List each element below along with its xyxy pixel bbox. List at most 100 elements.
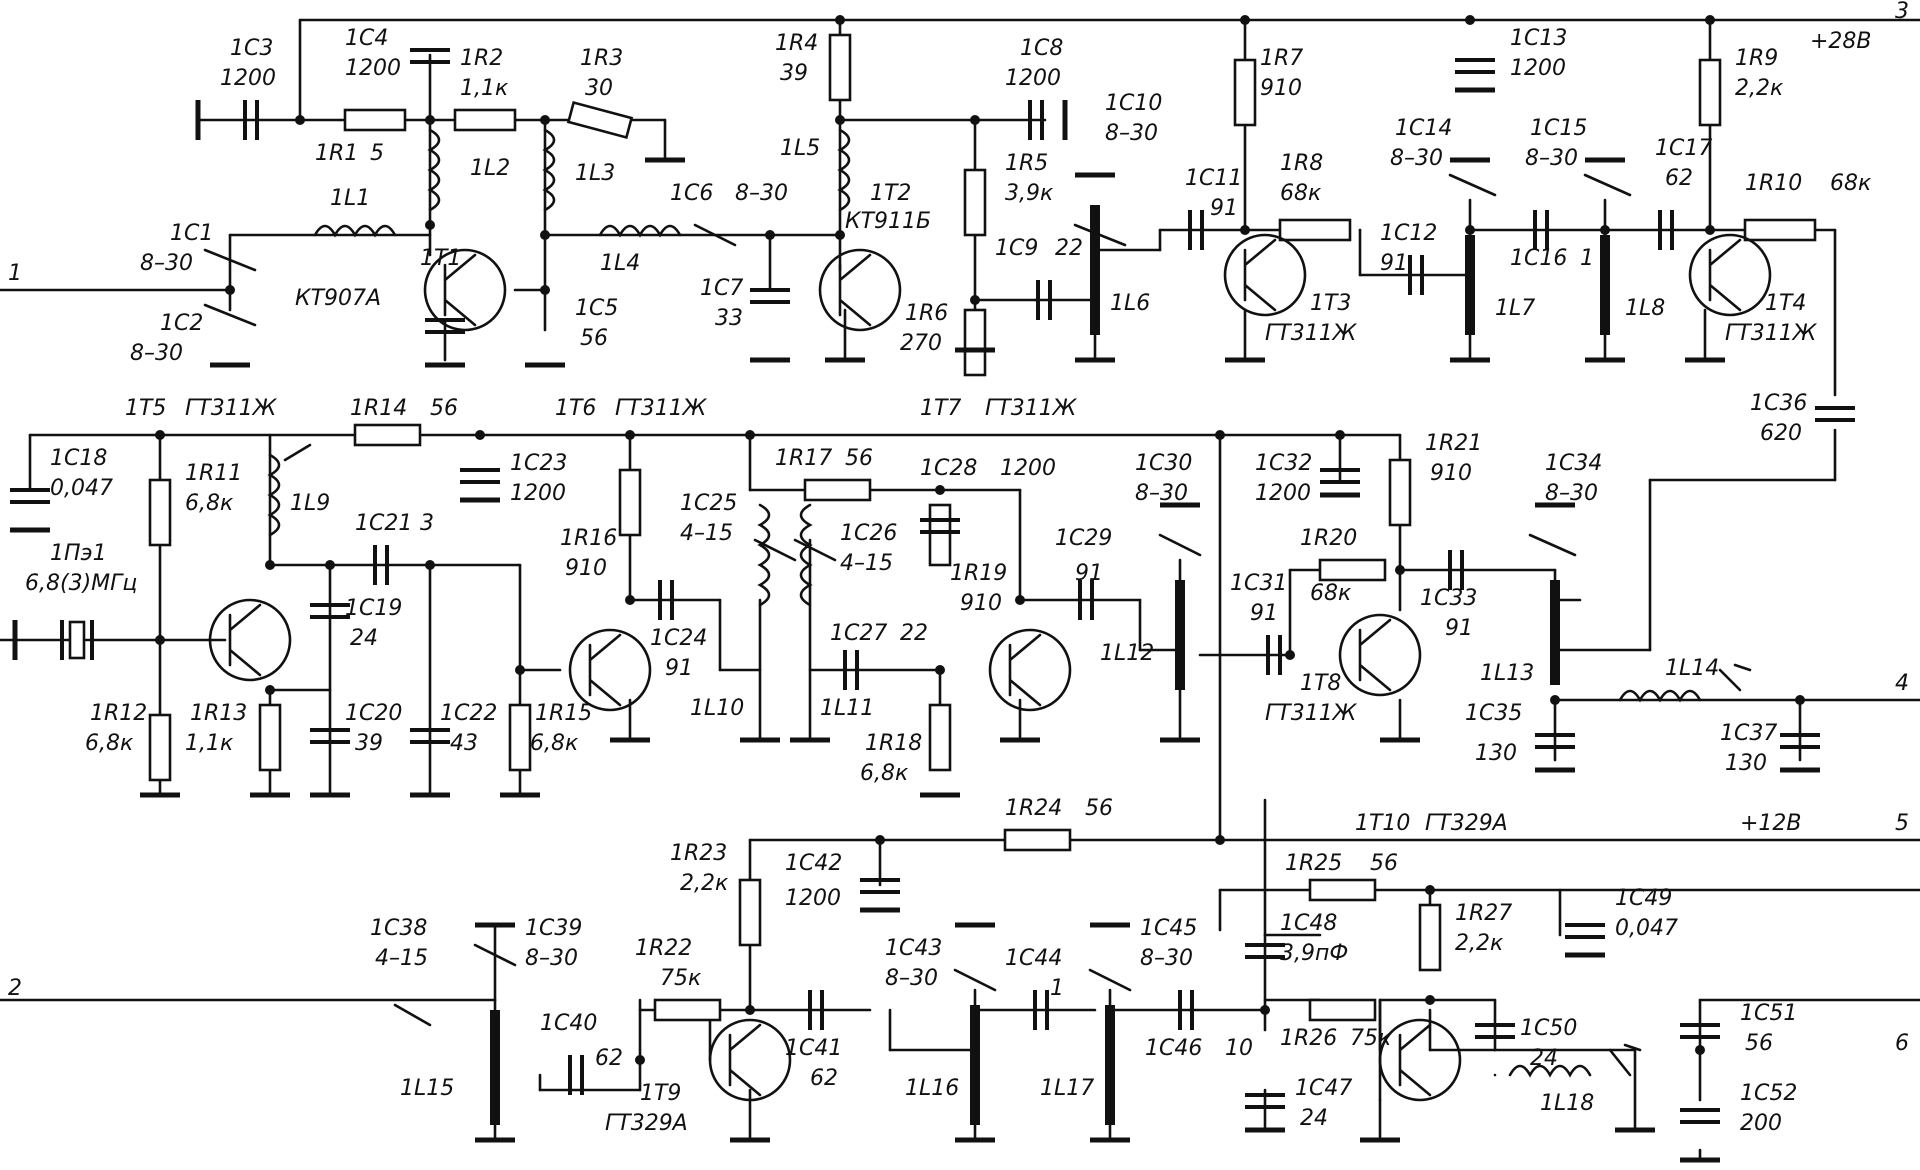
label-1r10: 1R10 <box>1745 171 1802 196</box>
label-1l2: 1L2 <box>470 156 510 181</box>
label-1c34: 1C34 <box>1545 451 1602 476</box>
port-4: 4 <box>1895 671 1909 696</box>
label-1l11: 1L11 <box>820 696 874 721</box>
value-1r9: 2,2к <box>1735 76 1784 101</box>
value-1c5: 56 <box>580 326 608 351</box>
value-1c44: 1 <box>1050 976 1064 1001</box>
value-1c16: 1 <box>1580 246 1594 271</box>
value-1c18: 0,047 <box>50 476 113 501</box>
value-1r17: 56 <box>845 446 873 471</box>
capacitors <box>10 48 1855 1124</box>
value-1t1: КТ907А <box>295 286 381 311</box>
label-1r25: 1R25 <box>1285 851 1342 876</box>
label-1l17: 1L17 <box>1040 1076 1094 1101</box>
label-1r12: 1R12 <box>90 701 147 726</box>
label-1r16: 1R16 <box>560 526 617 551</box>
label-1c25: 1C25 <box>680 491 737 516</box>
value-1t9: ГТ329А <box>605 1111 688 1136</box>
value-1c7: 33 <box>715 306 743 331</box>
value-1r3: 30 <box>585 76 613 101</box>
label-1c14: 1C14 <box>1395 116 1452 141</box>
crystal <box>60 620 94 660</box>
value-1t8: ГТ311Ж <box>1265 701 1358 726</box>
label-1r14: 1R14 <box>350 396 407 421</box>
label-1r7: 1R7 <box>1260 46 1303 71</box>
value-1r6: 270 <box>900 331 942 356</box>
supply-28v: +28В <box>1810 29 1872 54</box>
label-1c37: 1C37 <box>1720 721 1777 746</box>
label-1l14: 1L14 <box>1665 656 1719 681</box>
label-1l1: 1L1 <box>330 186 370 211</box>
label-1r11: 1R11 <box>185 461 242 486</box>
value-1r26: 75к <box>1350 1026 1392 1051</box>
label-1r22: 1R22 <box>635 936 692 961</box>
value-1r10: 68к <box>1830 171 1872 196</box>
label-1r23: 1R23 <box>670 841 727 866</box>
label-1c2: 1C2 <box>160 311 203 336</box>
label-1r9: 1R9 <box>1735 46 1778 71</box>
label-1l13: 1L13 <box>1480 661 1534 686</box>
label-1l8: 1L8 <box>1625 296 1665 321</box>
resistors <box>148 33 1817 1022</box>
value-1r16: 910 <box>565 556 607 581</box>
label-1pe1: 1Пэ1 <box>50 541 107 566</box>
value-1t10: ГТ329А <box>1425 811 1508 836</box>
label-1t10: 1T10 <box>1355 811 1410 836</box>
label-1r15: 1R15 <box>535 701 592 726</box>
value-1r5: 3,9к <box>1005 181 1054 206</box>
value-1c12: 91 <box>1380 251 1408 276</box>
label-1c7: 1C7 <box>700 276 743 301</box>
value-1c29: 91 <box>1075 561 1103 586</box>
label-1r8: 1R8 <box>1280 151 1323 176</box>
wires <box>0 18 1920 1162</box>
value-1r12: 6,8к <box>85 731 134 756</box>
label-1r20: 1R20 <box>1300 526 1357 551</box>
value-1r15: 6,8к <box>530 731 579 756</box>
value-1c17: 62 <box>1665 166 1693 191</box>
port-3: 3 <box>1895 0 1909 24</box>
value-1c51: 56 <box>1745 1031 1773 1056</box>
value-1r21: 910 <box>1430 461 1472 486</box>
value-1c20: 39 <box>355 731 383 756</box>
value-1r20: 68к <box>1310 581 1352 606</box>
value-1c31: 91 <box>1250 601 1278 626</box>
supply-12v: +12В <box>1740 811 1802 836</box>
value-1t4: ГТ311Ж <box>1725 321 1818 346</box>
value-1c23: 1200 <box>510 481 566 506</box>
value-1t7: ГТ311Ж <box>985 396 1078 421</box>
value-1c2: 8–30 <box>130 341 183 366</box>
label-1r26: 1R26 <box>1280 1026 1337 1051</box>
value-1c6: 8–30 <box>735 181 788 206</box>
value-1c32: 1200 <box>1255 481 1311 506</box>
value-1r2: 1,1к <box>460 76 509 101</box>
value-1t3: ГТ311Ж <box>1265 321 1358 346</box>
label-1t5: 1T5 <box>125 396 166 421</box>
label-1r5: 1R5 <box>1005 151 1048 176</box>
value-1r23: 2,2к <box>680 871 729 896</box>
label-1c16: 1C16 <box>1510 246 1567 271</box>
value-1c4: 1200 <box>345 56 401 81</box>
value-1r13: 1,1к <box>185 731 234 756</box>
value-1c34: 8–30 <box>1545 481 1598 506</box>
label-1t7: 1T7 <box>920 396 961 421</box>
value-1c21: 3 <box>420 511 434 536</box>
value-1c36: 620 <box>1760 421 1802 446</box>
label-1c28: 1C28 <box>920 456 977 481</box>
value-1c19: 24 <box>350 626 378 651</box>
transistors <box>208 233 1772 1102</box>
label-1c36: 1C36 <box>1750 391 1807 416</box>
value-1r25: 56 <box>1370 851 1398 876</box>
value-1c52: 200 <box>1740 1111 1782 1136</box>
label-1c39: 1C39 <box>525 916 582 941</box>
value-1r7: 910 <box>1260 76 1302 101</box>
value-1r27: 2,2к <box>1455 931 1504 956</box>
label-1t8: 1T8 <box>1300 671 1341 696</box>
value-1t2: КТ911Б <box>845 209 931 234</box>
value-1c10: 8–30 <box>1105 121 1158 146</box>
port-6: 6 <box>1895 1031 1909 1056</box>
label-1c17: 1C17 <box>1655 136 1712 161</box>
port-labels: 1 2 3 4 5 6 +28В +12В <box>8 0 1909 1056</box>
label-1c49: 1C49 <box>1615 886 1672 911</box>
value-1c30: 8–30 <box>1135 481 1188 506</box>
value-1c26: 4–15 <box>840 551 893 576</box>
